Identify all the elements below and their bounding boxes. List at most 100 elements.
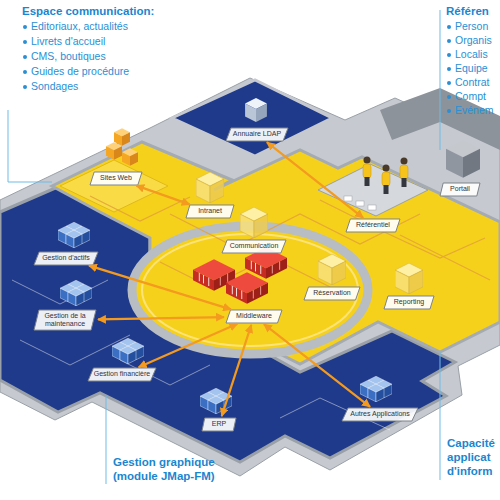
tile-outline xyxy=(226,310,282,323)
person xyxy=(382,165,390,195)
tile-label: Portail xyxy=(450,185,470,193)
tile-label: Communication xyxy=(230,242,279,250)
tile-label: Intranet xyxy=(198,207,222,215)
flow-arrow xyxy=(267,142,363,218)
callout-heading: Capacité applicat d'inform xyxy=(447,436,495,478)
app-tile: Communication xyxy=(222,240,286,253)
callout-item: Localis xyxy=(446,48,488,61)
tile-outline xyxy=(222,240,286,253)
flow-arrow xyxy=(264,324,370,407)
plate-screen xyxy=(344,196,352,201)
trace xyxy=(12,280,108,304)
tile-label: Autres Applications xyxy=(350,410,410,418)
orange-cube xyxy=(106,142,122,160)
app-tile: Gestion de la maintenance xyxy=(34,310,96,330)
glass-cube xyxy=(318,254,346,285)
tile-label: Gestion financière xyxy=(94,370,150,378)
tile-outline xyxy=(34,252,98,265)
blue-cube xyxy=(368,384,384,402)
tile-outline xyxy=(186,205,234,218)
orange-cube xyxy=(114,128,130,146)
tile-label: Sites Web xyxy=(100,174,132,182)
yellow-tile xyxy=(60,160,168,212)
trace xyxy=(170,214,420,247)
plate-screen xyxy=(368,205,376,210)
callout-item: Livrets d'accueil xyxy=(22,35,105,48)
app-tile: Portail xyxy=(440,183,480,196)
callout-item: Organis xyxy=(446,34,492,47)
app-tile: Middleware xyxy=(226,310,282,323)
callout-heading: Gestion graphique (module JMap-FM) xyxy=(113,455,238,483)
tile-outline xyxy=(384,296,434,309)
callout-item: Editoriaux, actualités xyxy=(22,20,128,33)
callout-item: Person xyxy=(446,20,488,33)
blue-cube xyxy=(66,230,82,248)
orange-cube xyxy=(122,148,138,166)
tile-label: Annuaire LDAP xyxy=(233,130,281,138)
app-tile: Référentiel xyxy=(346,219,400,232)
tile-outline xyxy=(304,287,360,300)
trace xyxy=(320,200,485,258)
server-box xyxy=(446,140,480,177)
callout-item: Compt xyxy=(446,90,486,103)
tile-outline xyxy=(202,418,236,431)
tile-outline xyxy=(90,172,142,185)
yellow-zone xyxy=(52,142,500,364)
callout-heading: Référen xyxy=(446,4,489,18)
tile-label: Gestion de la maintenance xyxy=(39,312,91,328)
blue-cube xyxy=(208,396,224,414)
trace xyxy=(90,196,190,221)
blue-cube xyxy=(120,346,136,364)
blue-cube-cluster xyxy=(200,388,232,414)
app-tile: Réservation xyxy=(304,287,360,300)
callout-heading: Espace communication: xyxy=(22,4,154,18)
leader-line xyxy=(440,10,441,150)
app-tile: Intranet xyxy=(186,205,234,218)
leader-line xyxy=(8,110,52,182)
base-platform xyxy=(0,78,500,476)
callout-item: Equipe xyxy=(446,62,488,75)
callout-item: Contrat xyxy=(446,76,489,89)
app-tile: Reporting xyxy=(384,296,434,309)
red-building xyxy=(226,272,268,304)
blue-cube-cluster xyxy=(60,280,92,306)
callout-item: Evénem xyxy=(446,104,494,117)
tile-outline xyxy=(88,368,156,381)
app-tile: Annuaire LDAP xyxy=(226,128,288,141)
callout-item: Sondages xyxy=(22,80,78,93)
app-tile: Sites Web xyxy=(90,172,142,185)
tile-outline xyxy=(346,219,400,232)
circuit-traces xyxy=(90,196,490,287)
flow-arrow xyxy=(89,266,231,310)
tile-label: Reporting xyxy=(394,298,424,306)
flow-arrow xyxy=(139,324,238,367)
ldap-building xyxy=(245,98,267,122)
connector-group xyxy=(89,142,370,416)
glass-cube xyxy=(196,172,224,203)
tile-label: Référentiel xyxy=(356,221,390,229)
flow-arrow xyxy=(136,186,189,205)
plate-screen xyxy=(356,201,364,206)
leader-line xyxy=(440,352,441,480)
people-plate xyxy=(318,164,428,216)
person xyxy=(363,157,371,187)
tile-outline xyxy=(440,183,480,196)
blue-cube-cluster xyxy=(112,338,144,364)
person xyxy=(400,158,408,188)
flow-arrow xyxy=(222,325,252,416)
callout-item: Guides de procédure xyxy=(22,65,129,78)
glass-cube xyxy=(395,263,423,294)
blue-traces xyxy=(12,280,390,430)
app-tile: Autres Applications xyxy=(342,408,418,421)
blue-cube-cluster xyxy=(360,376,392,402)
blue-tile xyxy=(172,80,332,156)
tile-label: Réservation xyxy=(313,289,350,297)
blue-cube-cluster xyxy=(58,222,90,248)
tile-outline xyxy=(342,408,418,421)
app-tile: Gestion d'actifs xyxy=(34,252,98,265)
flow-arrow xyxy=(98,317,224,319)
app-tile: Gestion financière xyxy=(88,368,156,381)
leader-line xyxy=(106,396,107,484)
